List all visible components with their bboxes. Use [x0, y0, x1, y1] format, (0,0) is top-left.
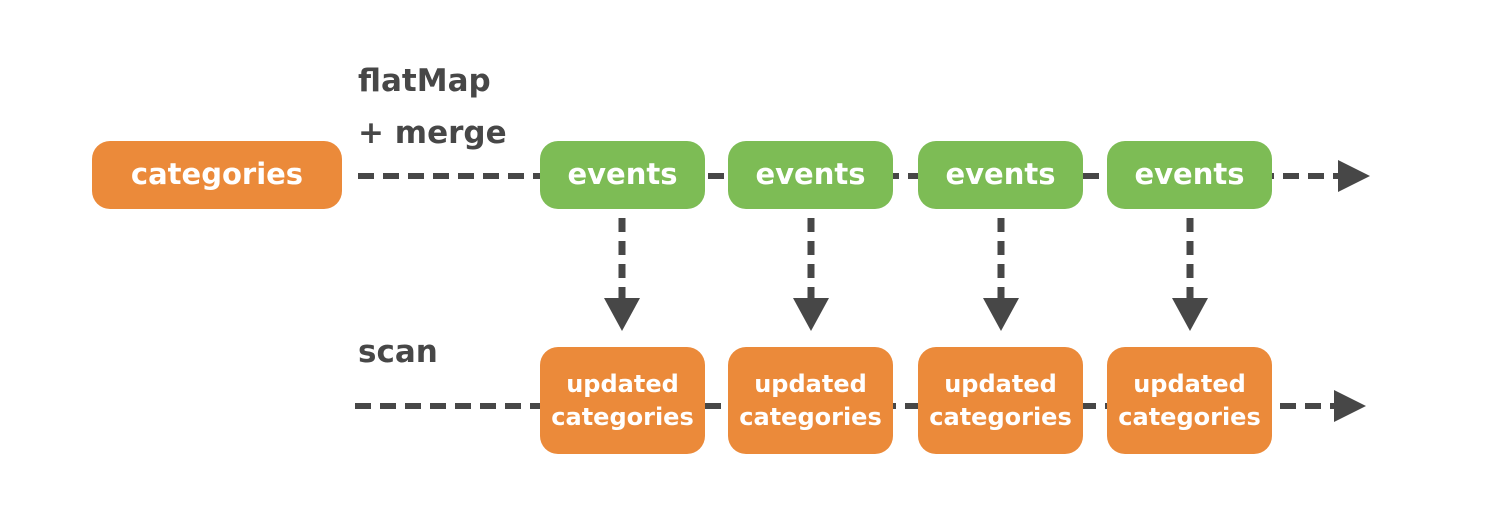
events-box: events: [728, 141, 893, 209]
down-arrow-icon: [604, 298, 640, 331]
events-label: events: [755, 157, 866, 192]
categories-label: categories: [1118, 402, 1261, 431]
down-arrow-icon: [793, 298, 829, 331]
top-timeline-arrowhead-icon: [1338, 160, 1370, 192]
categories-label: categories: [551, 402, 694, 431]
updated-categories-box: updated categories: [918, 347, 1083, 454]
events-box: events: [540, 141, 705, 209]
updated-categories-box: updated categories: [728, 347, 893, 454]
categories-label: categories: [929, 402, 1072, 431]
down-arrow-icon: [1172, 298, 1208, 331]
categories-label: categories: [739, 402, 882, 431]
updated-label: updated: [566, 370, 679, 399]
down-arrow-icon: [983, 298, 1019, 331]
updated-label: updated: [754, 370, 867, 399]
categories-source-box: categories: [92, 141, 342, 209]
events-box: events: [918, 141, 1083, 209]
updated-label: updated: [1133, 370, 1246, 399]
scan-label: scan: [358, 334, 438, 370]
events-box: events: [1107, 141, 1272, 209]
updated-label: updated: [944, 370, 1057, 399]
updated-categories-box: updated categories: [540, 347, 705, 454]
updated-categories-box: updated categories: [1107, 347, 1272, 454]
bottom-timeline-arrowhead-icon: [1334, 390, 1366, 422]
merge-label: + merge: [358, 115, 507, 151]
events-label: events: [1134, 157, 1245, 192]
flatmap-label: flatMap: [358, 63, 491, 99]
events-label: events: [945, 157, 1056, 192]
events-label: events: [567, 157, 678, 192]
categories-source-label: categories: [130, 157, 304, 192]
